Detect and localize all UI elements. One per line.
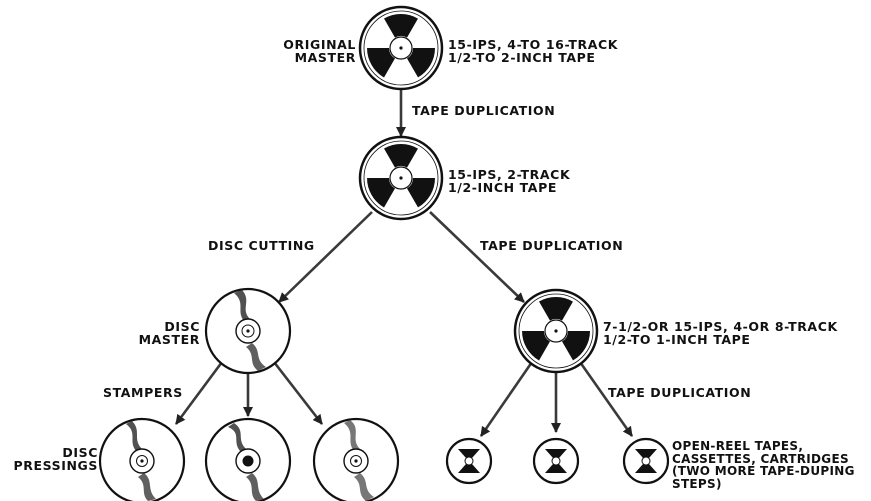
original-master-spec: 15-IPS, 4-TO 16-TRACK 1/2-TO 2-INCH TAPE: [448, 37, 619, 65]
original-master-reel: [358, 5, 444, 91]
disc-pressing-1: [98, 417, 186, 501]
consumer-tapes-label: OPEN-REEL TAPES, CASSETTES, CARTRIDGES (…: [672, 439, 855, 491]
edge-label-stampers: STAMPERS: [103, 385, 183, 400]
arrow-tape-master-to-tape-3: [578, 361, 634, 437]
arrow-disc-master-to-pressing-1: [174, 361, 224, 425]
consumer-tape-3: [622, 437, 670, 485]
edge-label-disc-cutting: DISC CUTTING: [208, 238, 315, 253]
tape-master-spec: 7-1/2-OR 15-IPS, 4-OR 8-TRACK 1/2-TO 1-I…: [603, 319, 838, 347]
disc-pressing-3: [312, 417, 400, 501]
copy-master-spec: 15-IPS, 2-TRACK 1/2-INCH TAPE: [448, 167, 571, 195]
disc-master-label: DISC MASTER: [138, 319, 200, 347]
disc-master: [204, 287, 292, 375]
copy-master-reel: [358, 135, 444, 221]
arrow-copy-to-disc-master: [278, 211, 373, 303]
original-master-label: ORIGINAL MASTER: [283, 37, 356, 65]
disc-pressings-label: DISC PRESSINGS: [13, 445, 98, 473]
tape-master-reel: [513, 288, 599, 374]
arrow-disc-master-to-pressing-3: [272, 361, 324, 425]
arrow-tape-master-to-tape-1: [479, 361, 534, 437]
edge-label-dup2: TAPE DUPLICATION: [480, 238, 624, 253]
arrow-copy-to-tape-master: [429, 211, 525, 303]
edge-label-dup1: TAPE DUPLICATION: [412, 103, 556, 118]
edge-label-dup3: TAPE DUPLICATION: [608, 385, 752, 400]
consumer-tape-2: [532, 437, 580, 485]
disc-pressing-2: [204, 417, 292, 501]
consumer-tape-1: [445, 437, 493, 485]
